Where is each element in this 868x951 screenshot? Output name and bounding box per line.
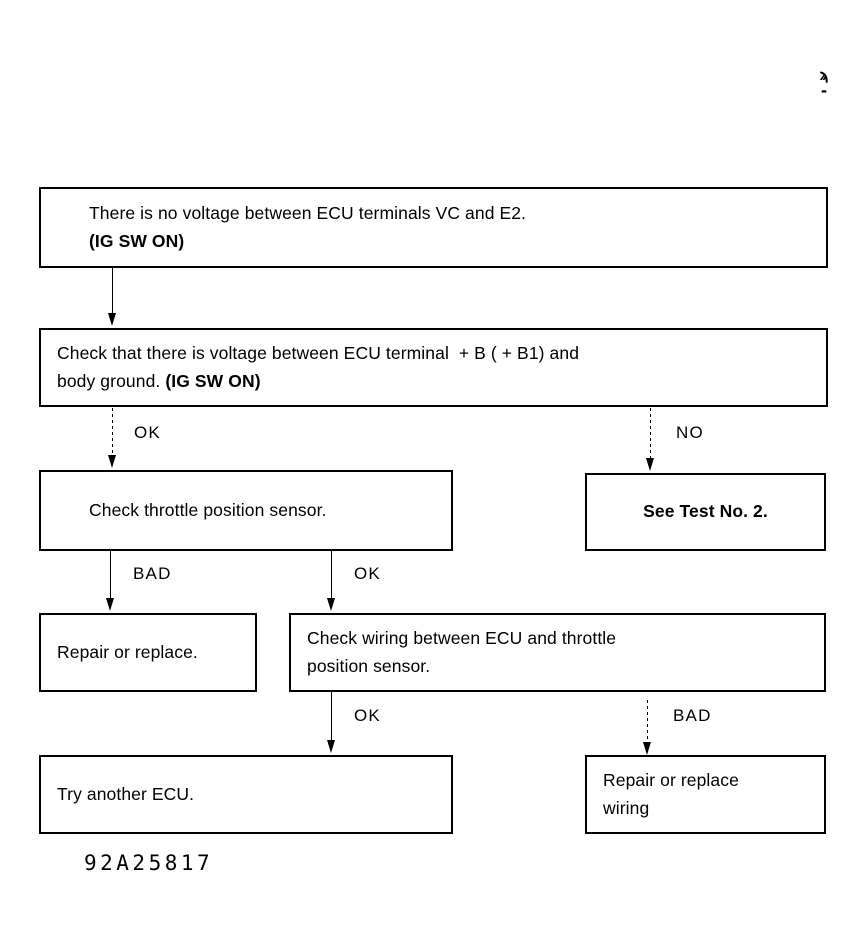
- edge-check-b-no-line: [650, 408, 651, 459]
- edge-label-check-b-no: NO: [676, 423, 704, 442]
- edge-label-check-b-ok: OK: [134, 423, 161, 442]
- node-try-another-ecu-box: Try another ECU.: [39, 755, 453, 834]
- node-check-b-voltage-line2-text: body ground.: [57, 370, 166, 391]
- node-repair-replace-wiring-box: Repair or replace wiring: [585, 755, 826, 834]
- node-check-wiring-line2: position sensor.: [307, 655, 431, 676]
- edge-wiring-ok-arrow: [327, 740, 335, 753]
- node-repair-replace-wiring-line2: wiring: [603, 797, 650, 818]
- edge-wiring-bad-line: [647, 700, 648, 744]
- edge-check-b-ok-arrow: [108, 455, 116, 468]
- node-check-b-voltage-line2: body ground. (IG SW ON): [41, 368, 826, 395]
- edge-wiring-bad-arrow: [643, 742, 651, 755]
- node-check-wiring-line1: Check wiring between ECU and throttle: [307, 628, 617, 649]
- node-repair-replace-box: Repair or replace.: [39, 613, 257, 692]
- page-corner-mark: ϡ -: [819, 66, 829, 100]
- edge-tps-bad-arrow: [106, 598, 114, 611]
- figure-code: 92A25817: [84, 851, 214, 875]
- edge-label-wiring-bad: BAD: [673, 706, 712, 725]
- node-check-b-voltage-line1: Check that there is voltage between ECU …: [57, 343, 580, 364]
- edge-tps-bad-line: [110, 551, 111, 601]
- node-check-b-voltage-line2-bold: (IG SW ON): [165, 370, 261, 391]
- edge-check-b-no-arrow: [646, 458, 654, 471]
- node-repair-replace-wiring-line1: Repair or replace: [603, 770, 739, 791]
- node-start-box: There is no voltage between ECU terminal…: [39, 187, 828, 268]
- node-check-tps-box: Check throttle position sensor.: [39, 470, 453, 551]
- node-see-test-2-box: See Test No. 2.: [585, 473, 826, 551]
- edge-start-to-check-b-arrow: [108, 313, 116, 326]
- edge-label-wiring-ok: OK: [354, 706, 381, 725]
- node-check-wiring-box: Check wiring between ECU and throttle po…: [289, 613, 826, 692]
- edge-label-tps-bad: BAD: [133, 564, 172, 583]
- node-start-line1: There is no voltage between ECU terminal…: [89, 203, 527, 224]
- edge-check-b-ok-line: [112, 408, 113, 456]
- node-try-another-ecu-line1: Try another ECU.: [57, 783, 195, 804]
- edge-tps-ok-line: [331, 551, 332, 601]
- edge-wiring-ok-line: [331, 692, 332, 742]
- node-start-line2: (IG SW ON): [89, 230, 185, 251]
- edge-label-tps-ok: OK: [354, 564, 381, 583]
- node-repair-replace-line1: Repair or replace.: [57, 641, 198, 662]
- node-see-test-2-line1: See Test No. 2.: [643, 501, 768, 522]
- node-check-tps-line1: Check throttle position sensor.: [89, 499, 327, 520]
- edge-start-to-check-b-line: [112, 268, 113, 316]
- node-check-b-voltage-box: Check that there is voltage between ECU …: [39, 328, 828, 407]
- edge-tps-ok-arrow: [327, 598, 335, 611]
